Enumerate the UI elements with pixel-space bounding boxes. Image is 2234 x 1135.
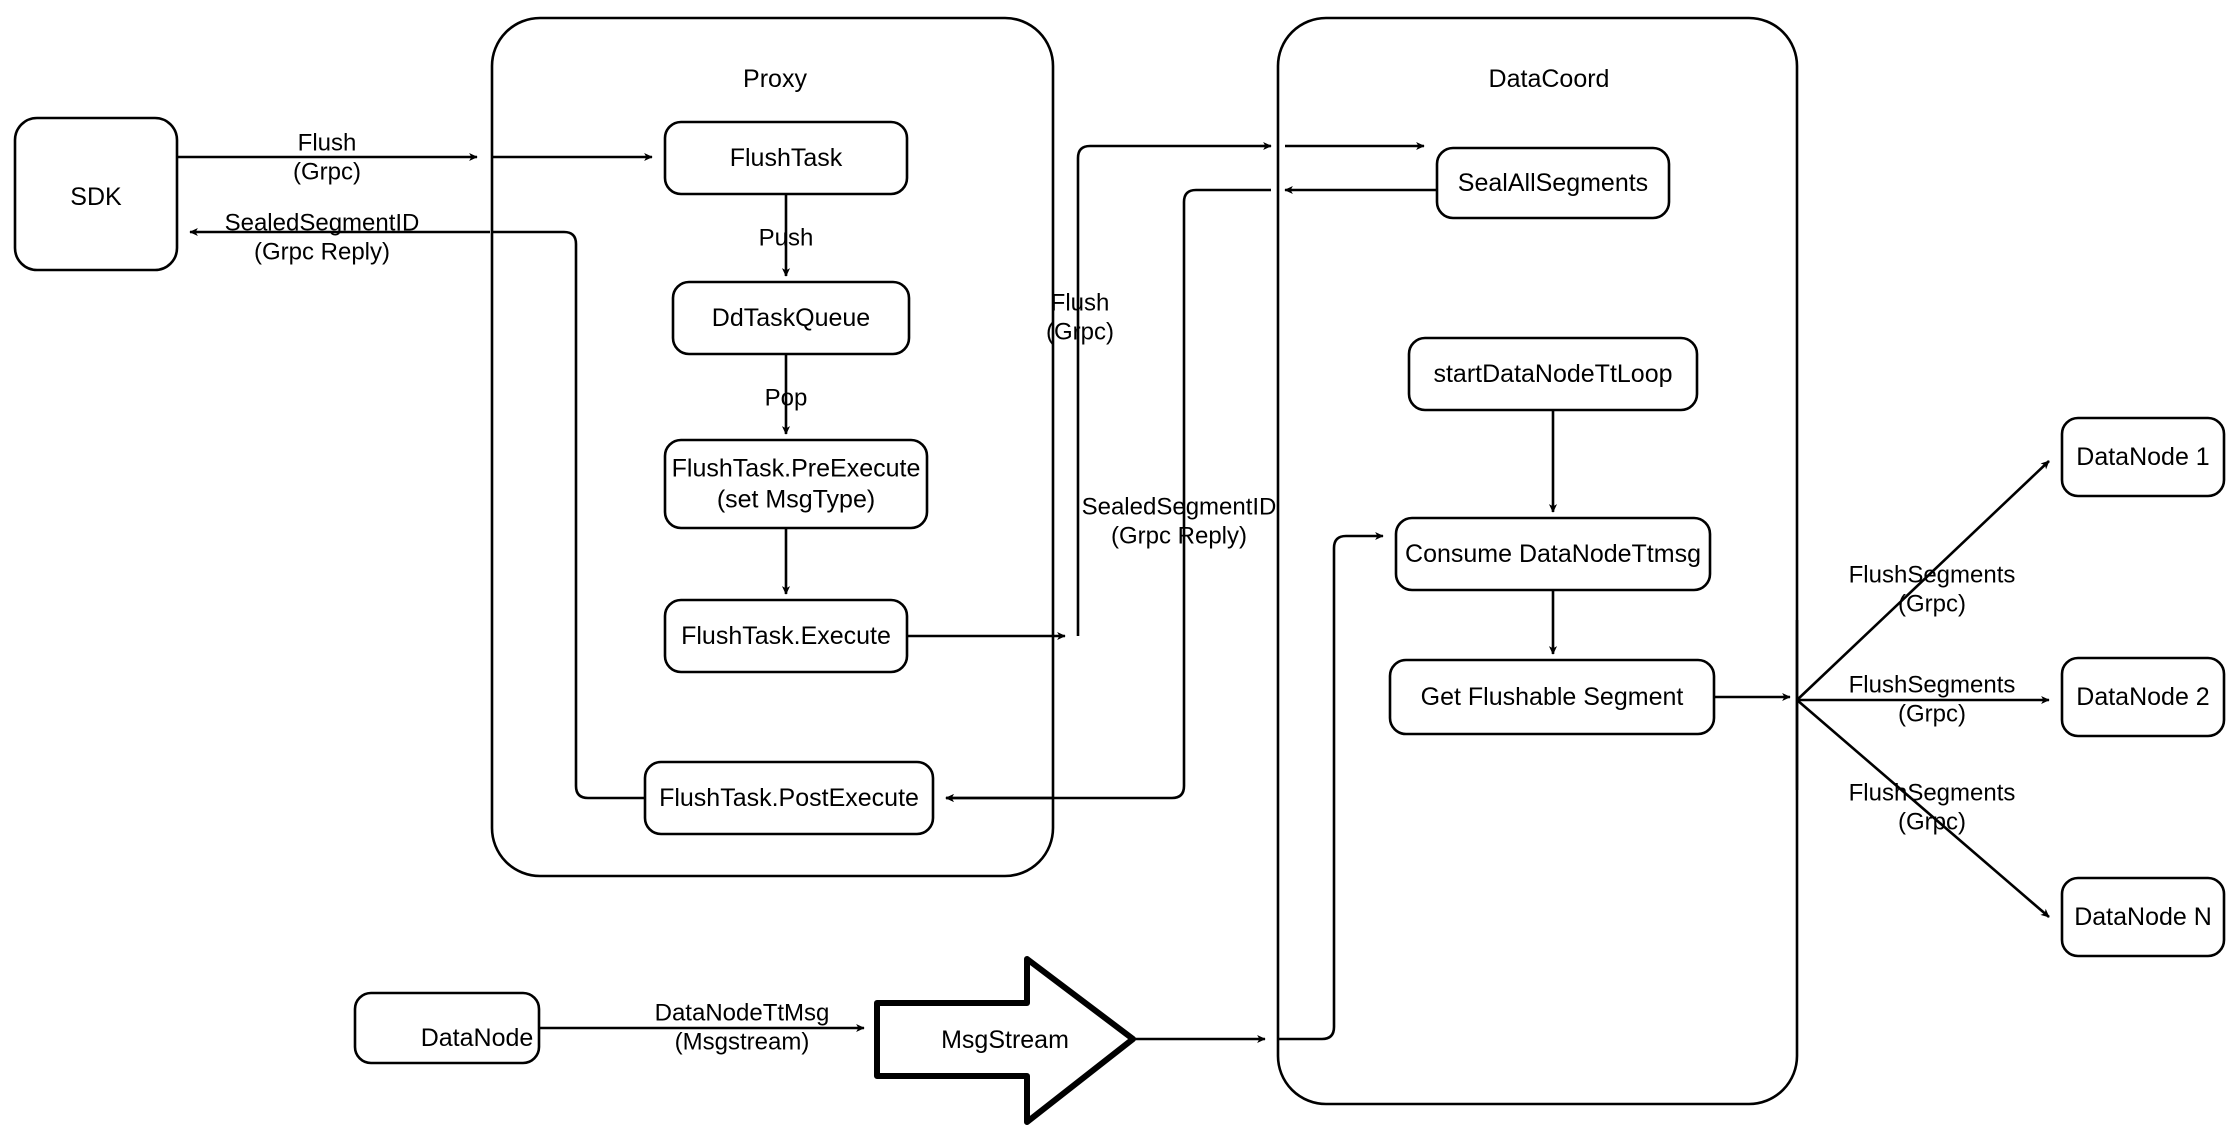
postexecute-box <box>643 760 935 836</box>
ddtaskqueue-box <box>671 280 911 356</box>
msgstream-shape <box>874 956 1136 1125</box>
datanode1-box <box>2060 416 2226 498</box>
edge-sealed-id-route <box>945 188 1271 803</box>
flushtask-box <box>663 120 909 196</box>
sealallsegments-box <box>1435 146 1671 220</box>
datanode2-box <box>2060 656 2226 738</box>
getflushablesegment-box <box>1388 658 1716 736</box>
datacoord-group-box <box>1276 16 1799 1106</box>
edge-flushsegments-datanoden <box>1796 699 2050 918</box>
edge-postexecute-to-reply <box>492 230 645 800</box>
preexecute-box <box>663 438 929 530</box>
proxy-group-box <box>490 16 1055 878</box>
startdatanodettloop-box <box>1407 336 1699 412</box>
edge-flush-grpc-route <box>1076 144 1260 636</box>
datanoden-box <box>2060 876 2226 958</box>
datanode-source-box <box>353 991 541 1065</box>
sdk-box <box>13 116 179 272</box>
consumedatanodettmsg-box <box>1394 516 1712 592</box>
edge-flushsegments-datanode1 <box>1796 460 2050 701</box>
edge-msgstream-into-consume <box>1278 531 1384 1041</box>
execute-box <box>663 598 909 674</box>
